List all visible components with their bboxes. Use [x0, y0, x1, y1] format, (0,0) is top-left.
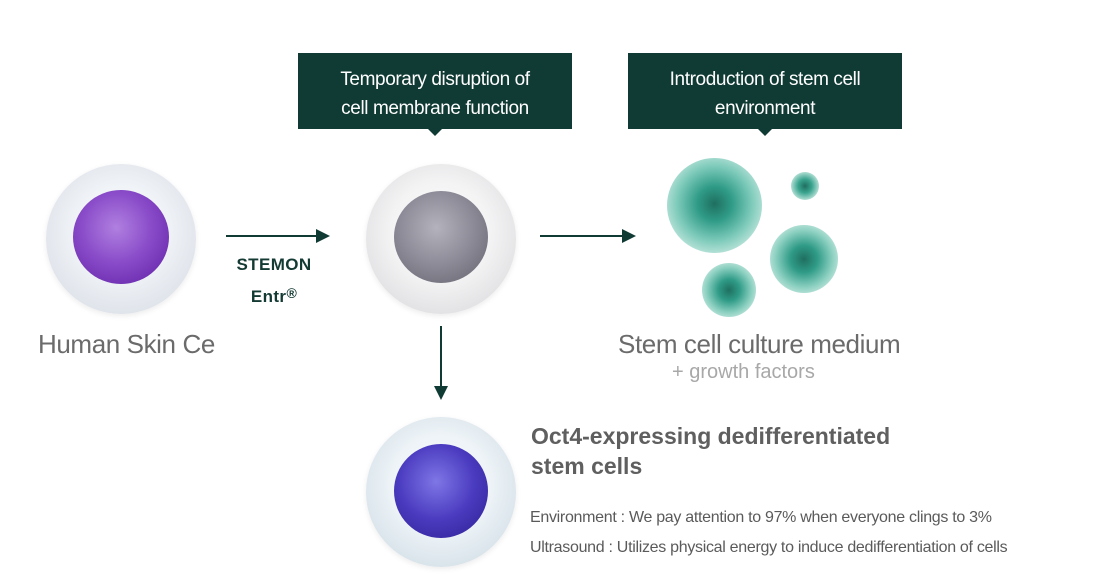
arrow-skin-to-disrupted	[226, 229, 330, 243]
callout-stem-cell-environment: Introduction of stem cell environment	[628, 53, 902, 136]
result-environment-text: Environment : We pay attention to 97% wh…	[530, 509, 992, 526]
medium-cell-tiny	[791, 172, 819, 200]
disrupted-cell-nucleus	[394, 191, 488, 283]
stem-cell-image	[366, 417, 516, 567]
process-product: Entr®	[250, 285, 298, 306]
medium-sublabel: + growth factors	[672, 361, 815, 383]
arrow-disrupted-to-medium	[540, 229, 636, 243]
callout-membrane-disruption: Temporary disruption of cell membrane fu…	[298, 53, 572, 136]
medium-cell-right	[770, 225, 838, 293]
result-title-line-1: Oct4-expressing dedifferentiated	[531, 423, 891, 449]
callout-membrane-line-1: Temporary disruption of	[340, 69, 530, 90]
process-name: STEMON Entr®	[222, 251, 326, 311]
result-ultrasound-text: Ultrasound : Utilizes physical energy to…	[530, 539, 1008, 556]
callout-membrane-line-2: cell membrane function	[341, 98, 529, 119]
result-title: Oct4-expressing dedifferentiated stem ce…	[531, 421, 890, 481]
registered-mark: ®	[286, 285, 298, 301]
skin-cell-nucleus	[73, 190, 169, 284]
arrow-disrupted-to-stem-cell	[434, 326, 448, 400]
medium-label: Stem cell culture medium	[618, 329, 901, 359]
medium-cell-large	[667, 158, 762, 253]
disrupted-cell-image	[366, 164, 516, 314]
callout-environment-line-1: Introduction of stem cell	[669, 69, 861, 90]
stem-cell-nucleus	[394, 444, 488, 538]
skin-cell-image	[46, 164, 196, 314]
process-brand: STEMON	[236, 255, 312, 274]
callout-environment-line-2: environment	[714, 98, 816, 119]
result-title-line-2: stem cells	[531, 453, 643, 479]
skin-cell-label: Human Skin Ce	[38, 329, 215, 359]
medium-cell-small	[702, 263, 756, 317]
